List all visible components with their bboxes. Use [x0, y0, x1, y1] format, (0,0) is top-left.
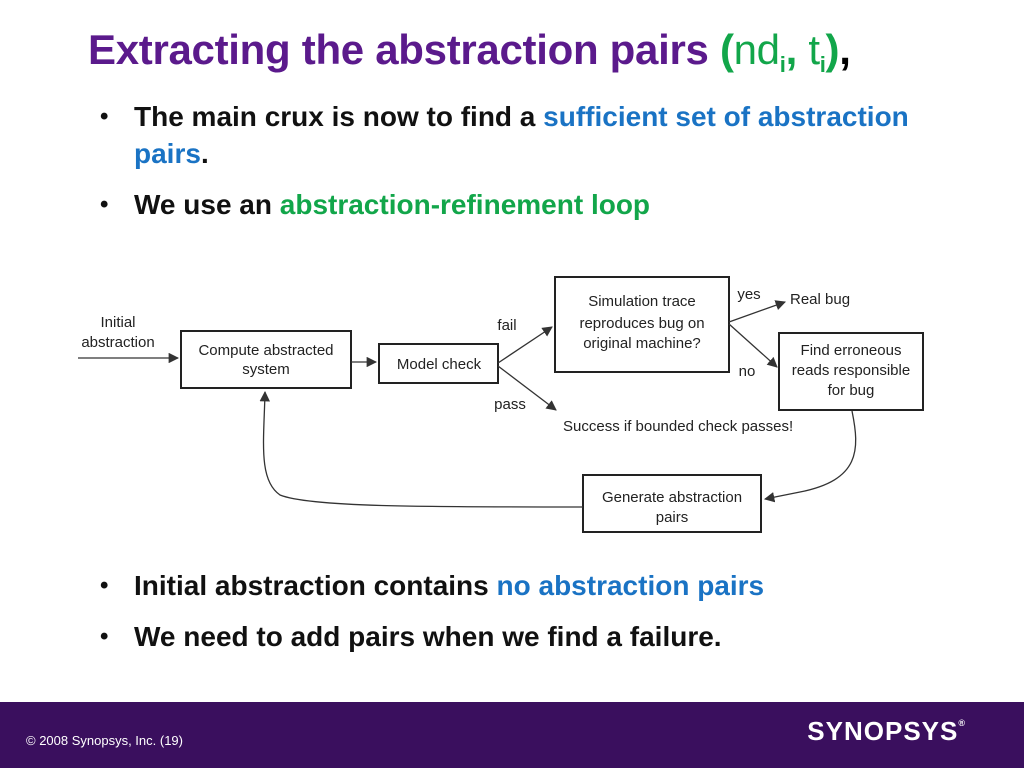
title-comma: ,: [839, 26, 851, 73]
bullet-crux-highlight: sufficient set of abstraction pairs: [134, 101, 909, 169]
initial-label-2: abstraction: [81, 334, 154, 351]
bullet-initial: Initial abstraction contains no abstract…: [96, 567, 996, 604]
find-label-1: Find erroneous: [801, 342, 902, 359]
title-t: t: [808, 26, 820, 73]
arrow-yes: [728, 300, 786, 323]
copyright-text: © 2008 Synopsys, Inc. (19): [26, 733, 183, 748]
bullet-add-pairs: We need to add pairs when we find a fail…: [96, 618, 996, 655]
title-separator: ,: [785, 26, 809, 73]
synopsys-logo: SYNOPSYS®: [807, 716, 966, 747]
arrow-pass: [497, 365, 557, 411]
compute-label-2: system: [242, 361, 290, 378]
real-bug-label: Real bug: [790, 291, 850, 308]
simulation-trace-box: [554, 276, 730, 373]
generate-label-2: pairs: [656, 509, 689, 526]
title-paren-open: (: [719, 26, 734, 73]
bullet-loop-highlight: abstraction-refinement loop: [279, 189, 651, 220]
yes-label: yes: [737, 286, 760, 303]
model-check-label: Model check: [397, 356, 482, 373]
find-erroneous-box: [778, 332, 924, 411]
arrow-no: [728, 323, 778, 368]
model-check-box: [378, 343, 499, 384]
find-label-3: for bug: [828, 382, 875, 399]
bullet-add-pairs-text: We need to add pairs when we find a fail…: [134, 621, 722, 652]
registered-mark: ®: [958, 718, 966, 728]
no-label: no: [739, 363, 756, 380]
bullet-crux-tail: .: [200, 138, 209, 169]
arrow-generate-to-compute: [259, 390, 584, 508]
initial-label-1: Initial: [100, 314, 135, 331]
top-bullet-list: The main crux is now to find a sufficien…: [96, 98, 916, 223]
success-label: Success if bounded check passes!: [563, 418, 793, 435]
bullet-crux: The main crux is now to find a sufficien…: [96, 98, 916, 172]
generate-pairs-box: [582, 474, 762, 533]
sim-label-3: original machine?: [583, 335, 701, 352]
pass-label: pass: [494, 396, 526, 413]
title-subscript-i1: i: [779, 52, 786, 77]
title-subscript-i2: i: [819, 52, 826, 77]
bullet-initial-highlight: no abstraction pairs: [496, 570, 765, 601]
arrow-find-to-generate: [763, 410, 857, 503]
fail-label: fail: [497, 317, 516, 334]
bullet-loop: We use an abstraction-refinement loop: [96, 186, 916, 223]
bottom-bullet-list: Initial abstraction contains no abstract…: [96, 567, 996, 655]
find-label-2: reads responsible: [792, 362, 910, 379]
bullet-initial-text: Initial abstraction contains: [134, 570, 497, 601]
arrow-fail: [497, 326, 553, 364]
compute-abstracted-box: [180, 330, 352, 389]
logo-text: SYNOPSYS: [807, 716, 959, 746]
sim-label-1: Simulation trace: [588, 293, 696, 310]
slide-title: Extracting the abstraction pairs (ndi, t…: [88, 26, 851, 78]
title-main: Extracting the abstraction pairs: [88, 26, 720, 73]
title-paren-close: ): [825, 26, 840, 73]
sim-label-2: reproduces bug on: [579, 315, 704, 332]
footer-bar: © 2008 Synopsys, Inc. (19) SYNOPSYS®: [0, 702, 1024, 768]
compute-label-1: Compute abstracted: [198, 342, 333, 359]
title-nd: nd: [733, 26, 780, 73]
abstraction-refinement-diagram: Initial abstraction Compute abstracted s…: [78, 276, 924, 533]
generate-label-1: Generate abstraction: [602, 489, 742, 506]
bullet-loop-text: We use an: [134, 189, 280, 220]
bullet-crux-text: The main crux is now to find a: [134, 101, 544, 132]
